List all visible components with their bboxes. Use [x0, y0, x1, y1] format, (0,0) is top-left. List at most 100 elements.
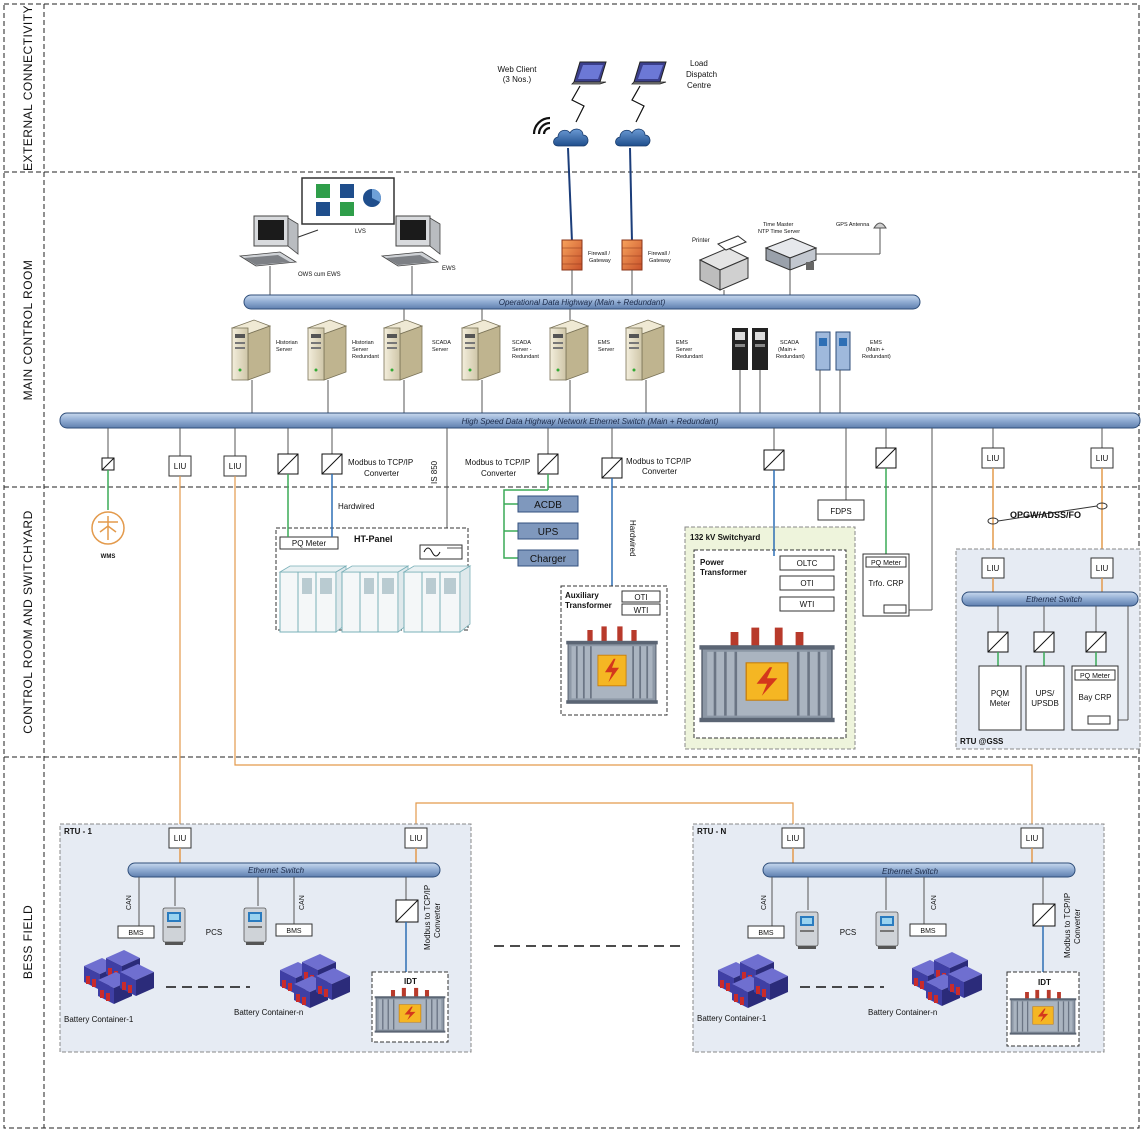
- server-icon: [461, 319, 501, 381]
- pcs-label: PCS: [206, 928, 222, 937]
- wms: WMS: [91, 470, 125, 560]
- switchgear-cabinet-icon: [341, 565, 409, 633]
- oltc-label: OLTC: [797, 559, 818, 568]
- converter-label-rtu1: Converter: [433, 903, 442, 938]
- fdps-label: FDPS: [830, 507, 851, 516]
- liu-label: LIU: [1026, 834, 1039, 843]
- battery-n-label-n: Battery Container-n: [868, 1008, 937, 1017]
- wms-label: WMS: [101, 554, 116, 560]
- server-label: Server: [276, 347, 292, 353]
- web-client: Web Client (3 Nos.): [498, 61, 607, 123]
- liu-label: LIU: [987, 564, 1000, 573]
- iec-label: IS 850: [430, 460, 439, 484]
- oti-label-power: OTI: [800, 579, 813, 588]
- ems-rack: EMS (Main + Redundant): [815, 331, 891, 371]
- modbus-label-ht: Modbus to TCP/IP: [348, 458, 413, 467]
- pcs-icon: [875, 911, 899, 950]
- battery-1-label: Battery Container-1: [64, 1015, 134, 1024]
- ups-upsdb-label-2: UPSDB: [1031, 699, 1059, 708]
- firewall-2-label: Firewall /: [648, 251, 670, 257]
- switchyard-132kv: 132 kV Switchyard Power Transformer OLTC…: [684, 526, 856, 750]
- server-icon: [231, 319, 271, 381]
- lvs-label: LVS: [355, 229, 366, 235]
- server-label: Server: [676, 347, 692, 353]
- can-label: CAN: [126, 895, 133, 910]
- liu-label: LIU: [174, 834, 187, 843]
- bess-fiber-runs: [179, 476, 1033, 828]
- fdps: FDPS: [817, 499, 865, 521]
- bms-label: BMS: [286, 928, 302, 935]
- liu-label: LIU: [410, 834, 423, 843]
- bay-pq-meter-label: PQ Meter: [1080, 673, 1111, 680]
- cloud-icon: [553, 128, 589, 147]
- time-master-label: Time Master: [763, 222, 794, 228]
- ht-panel: PQ Meter HT-Panel: [275, 527, 471, 633]
- hardwired-label-ht: Hardwired: [338, 502, 374, 511]
- server-icon: [383, 319, 423, 381]
- rtu1-switch-label: Ethernet Switch: [248, 866, 305, 875]
- aux-tx-label-2: Transformer: [565, 601, 612, 610]
- server-icon: [549, 319, 589, 381]
- firewall-1-label: Firewall /: [588, 251, 610, 257]
- zone-label-control-switchyard: CONTROL ROOM AND SWITCHYARD: [21, 510, 35, 734]
- aux-tx-label-1: Auxiliary: [565, 591, 599, 600]
- can-label: CAN: [761, 895, 768, 910]
- gateway-2-label: Gateway: [649, 258, 671, 264]
- ldc-label-1: Load: [690, 59, 708, 68]
- server-label: SCADA: [432, 340, 451, 346]
- liu-label: LIU: [1096, 454, 1109, 463]
- laptop-icon: [571, 61, 607, 85]
- scada-rack: SCADA (Main + Redundant): [732, 328, 805, 370]
- laptop-icon: [631, 61, 667, 85]
- switchgear-cabinet-icon: [279, 565, 347, 633]
- zone-label-main-control: MAIN CONTROL ROOM: [21, 260, 35, 401]
- liu-label: LIU: [174, 462, 187, 471]
- server-label: EMS: [598, 340, 610, 346]
- trfo-crp: PQ Meter Trfo. CRP: [862, 553, 910, 617]
- switchgear-cabinet-icon: [403, 565, 471, 633]
- server-icon: [307, 319, 347, 381]
- server-label: Redundant: [352, 354, 379, 360]
- gps-label: GPS Antenna: [836, 222, 870, 228]
- firewall-2: Firewall / Gateway: [621, 239, 671, 271]
- server-label: Server: [432, 347, 448, 353]
- converter-symbols: [101, 447, 897, 479]
- battery-n-label: Battery Container-n: [234, 1008, 303, 1017]
- bms-label: BMS: [920, 928, 936, 935]
- zone-label-external: EXTERNAL CONNECTIVITY: [21, 5, 35, 171]
- high-speed-data-highway: High Speed Data Highway Network Ethernet…: [59, 412, 1141, 429]
- liu-label: LIU: [1096, 564, 1109, 573]
- rtu-gss-label: RTU @GSS: [960, 737, 1004, 746]
- ems-rack-label-1: EMS: [870, 340, 882, 346]
- gateway-1-label: Gateway: [589, 258, 611, 264]
- operational-data-highway: Operational Data Highway (Main + Redunda…: [243, 294, 921, 310]
- pcs-label: PCS: [840, 928, 856, 937]
- modbus-label-aux: Modbus to TCP/IP: [626, 457, 691, 466]
- can-label: CAN: [299, 895, 306, 910]
- liu-label: LIU: [987, 454, 1000, 463]
- hsdh-label: High Speed Data Highway Network Ethernet…: [462, 417, 719, 426]
- rtu-1-block: RTU - 1 LIU LIU Ethernet Switch CAN CAN …: [59, 823, 472, 1053]
- ems-rack-label-3: Redundant): [862, 354, 891, 360]
- server-icon: [625, 319, 665, 381]
- idt-label: IDT: [404, 977, 417, 986]
- opgw-label: OPGW/ADSS/FO: [1010, 510, 1081, 520]
- ows-workstation-icon: [239, 215, 299, 267]
- ups-label: UPS: [538, 527, 559, 538]
- battery-1-label-n: Battery Container-1: [697, 1014, 767, 1023]
- trfo-pq-meter-label: PQ Meter: [871, 560, 902, 567]
- oti-label-aux: OTI: [634, 593, 647, 602]
- rtun-label: RTU - N: [697, 827, 727, 836]
- hardwired-label-aux: Hardwired: [628, 520, 637, 556]
- ldc-label-3: Centre: [687, 81, 712, 90]
- server-label: Server: [598, 347, 614, 353]
- scada-rack-label-2: (Main +: [778, 347, 797, 353]
- rtu-gss: LIU LIU Ethernet Switch PQM Meter UPS/ U…: [955, 548, 1141, 750]
- rtu1-label: RTU - 1: [64, 827, 93, 836]
- modbus-label-rtun: Modbus to TCP/IP: [1063, 893, 1072, 958]
- web-client-count: (3 Nos.): [503, 75, 532, 84]
- switchyard-label: 132 kV Switchyard: [690, 533, 760, 542]
- converter-label-ac: Converter: [481, 469, 516, 478]
